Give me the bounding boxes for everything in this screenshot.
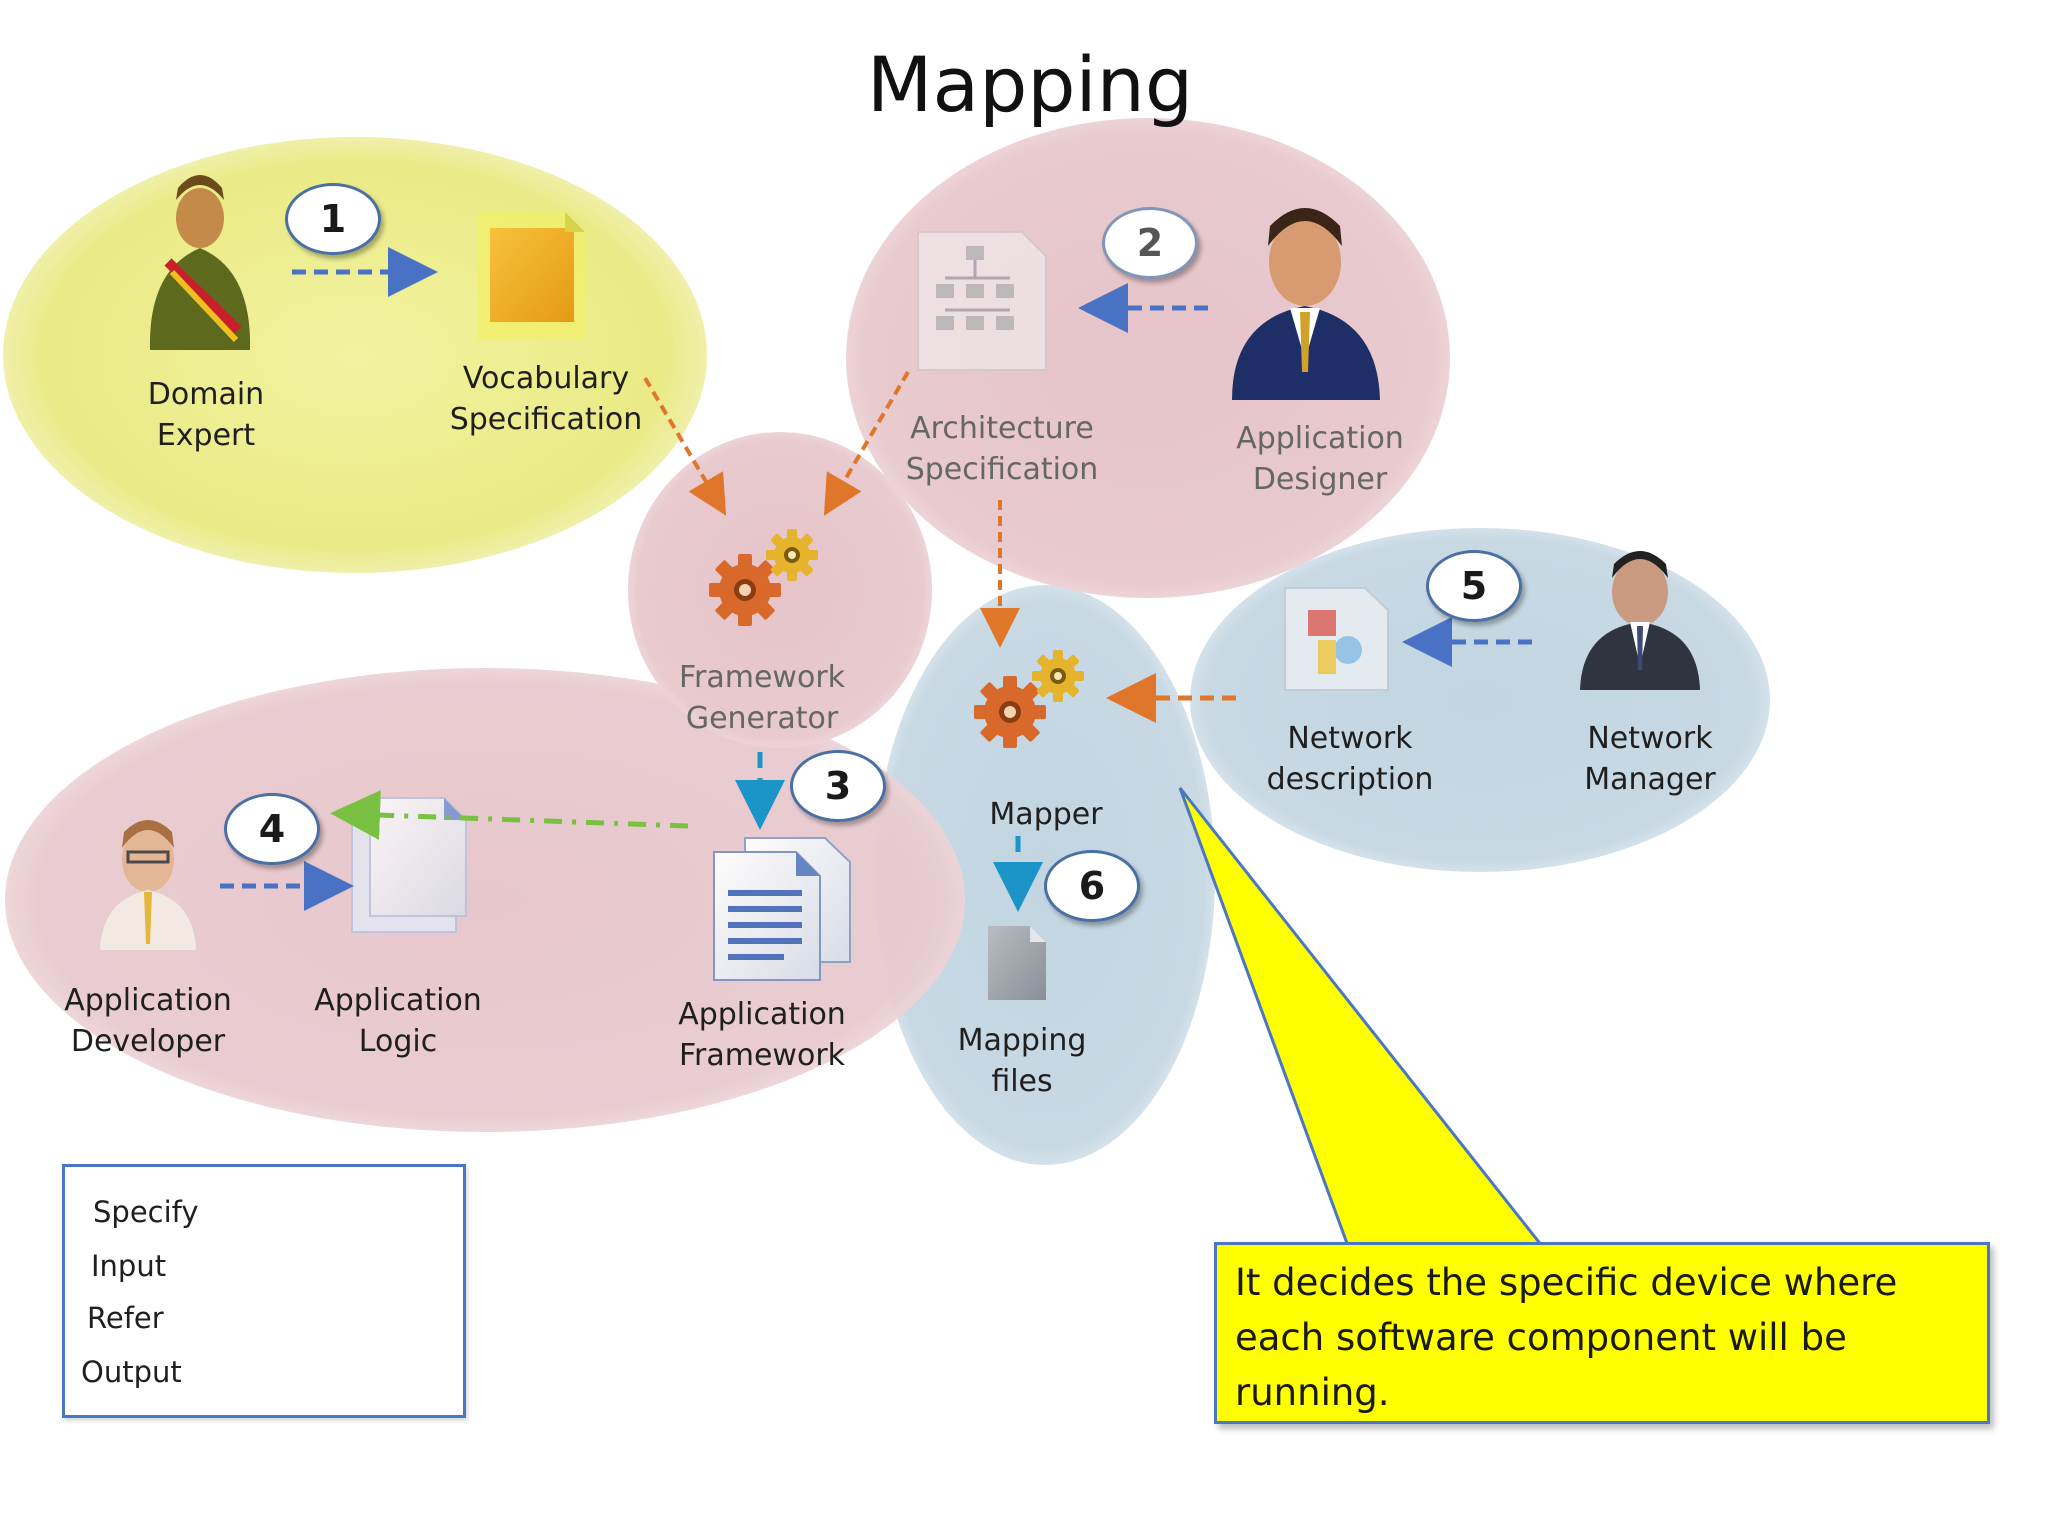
page-title: Mapping [866, 40, 1194, 129]
arrow-refer-framework-to-logic [330, 790, 689, 841]
legend-output-label: Output [81, 1355, 182, 1389]
legend-input-label: Input [91, 1249, 167, 1283]
step-badge-2: 2 [1102, 207, 1198, 279]
mapping-files-icon [988, 926, 1046, 1000]
region-developer [5, 668, 965, 1132]
label-mapper: Mapper [989, 797, 1103, 832]
application-logic-icon [351, 797, 467, 933]
legend-specify-label: Specify [93, 1195, 199, 1229]
arrow-input-vocab-to-generator [643, 376, 727, 516]
legend: Specify Input Refer Output [62, 1164, 466, 1418]
mapper-callout: It decides the specific device where eac… [1214, 1242, 1990, 1424]
step-badge-1: 1 [285, 183, 381, 255]
step-badge-5: 5 [1426, 550, 1522, 622]
application-framework-icon [713, 837, 851, 981]
domain-expert-icon [149, 175, 251, 350]
application-developer-icon [100, 820, 196, 950]
step-badge-4: 4 [224, 793, 320, 865]
vocabulary-document-icon [478, 212, 585, 340]
step-badge-6: 6 [1044, 850, 1140, 922]
org-chart-icon [917, 231, 1047, 371]
network-manager-icon [1580, 551, 1700, 690]
legend-refer-label: Refer [87, 1301, 164, 1335]
application-designer-icon [1232, 208, 1380, 400]
arrow-input-arch-to-generator [823, 370, 910, 516]
step-badge-3: 3 [790, 750, 886, 822]
network-description-icon [1284, 587, 1389, 691]
